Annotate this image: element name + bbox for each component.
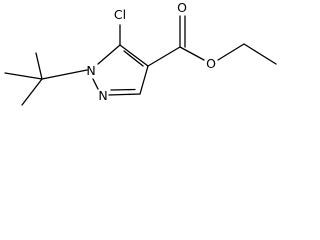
- ethyl-ester-group: [147, 15, 277, 67]
- bond-n2-n1: [92, 78, 99, 90]
- tert-butyl-group: [4, 52, 88, 106]
- atom-label-nitrogen-1: N: [86, 63, 95, 78]
- bond-c5-c4: [119, 44, 149, 67]
- bond-c3-n2: [108, 93, 141, 96]
- bond-c5-c4-inner: [123, 50, 144, 67]
- bond-cq-me-up: [35, 52, 43, 80]
- bond-oether-ch2: [217, 43, 245, 61]
- atom-label-chlorine: Cl: [114, 7, 126, 22]
- bond-ccarbonyl-oether: [179, 46, 205, 61]
- bond-c4-ccarbonyl: [147, 46, 181, 67]
- bond-cq-me-down: [21, 78, 43, 106]
- bond-c3-n2-inner: [110, 88, 136, 91]
- bond-n1-cq: [41, 69, 88, 80]
- structure-diagram: Cl O O N N: [4, 0, 277, 106]
- bond-c4-c3: [139, 65, 149, 95]
- atom-label-carbonyl-oxygen: O: [177, 0, 187, 15]
- bond-n1-c5: [97, 44, 121, 65]
- bond-ch2-ch3: [243, 43, 277, 65]
- atom-label-nitrogen-2: N: [98, 88, 107, 103]
- bond-cq-me-left: [4, 72, 43, 80]
- atom-label-ether-oxygen: O: [206, 56, 216, 71]
- pyrazole-ring: [92, 44, 149, 96]
